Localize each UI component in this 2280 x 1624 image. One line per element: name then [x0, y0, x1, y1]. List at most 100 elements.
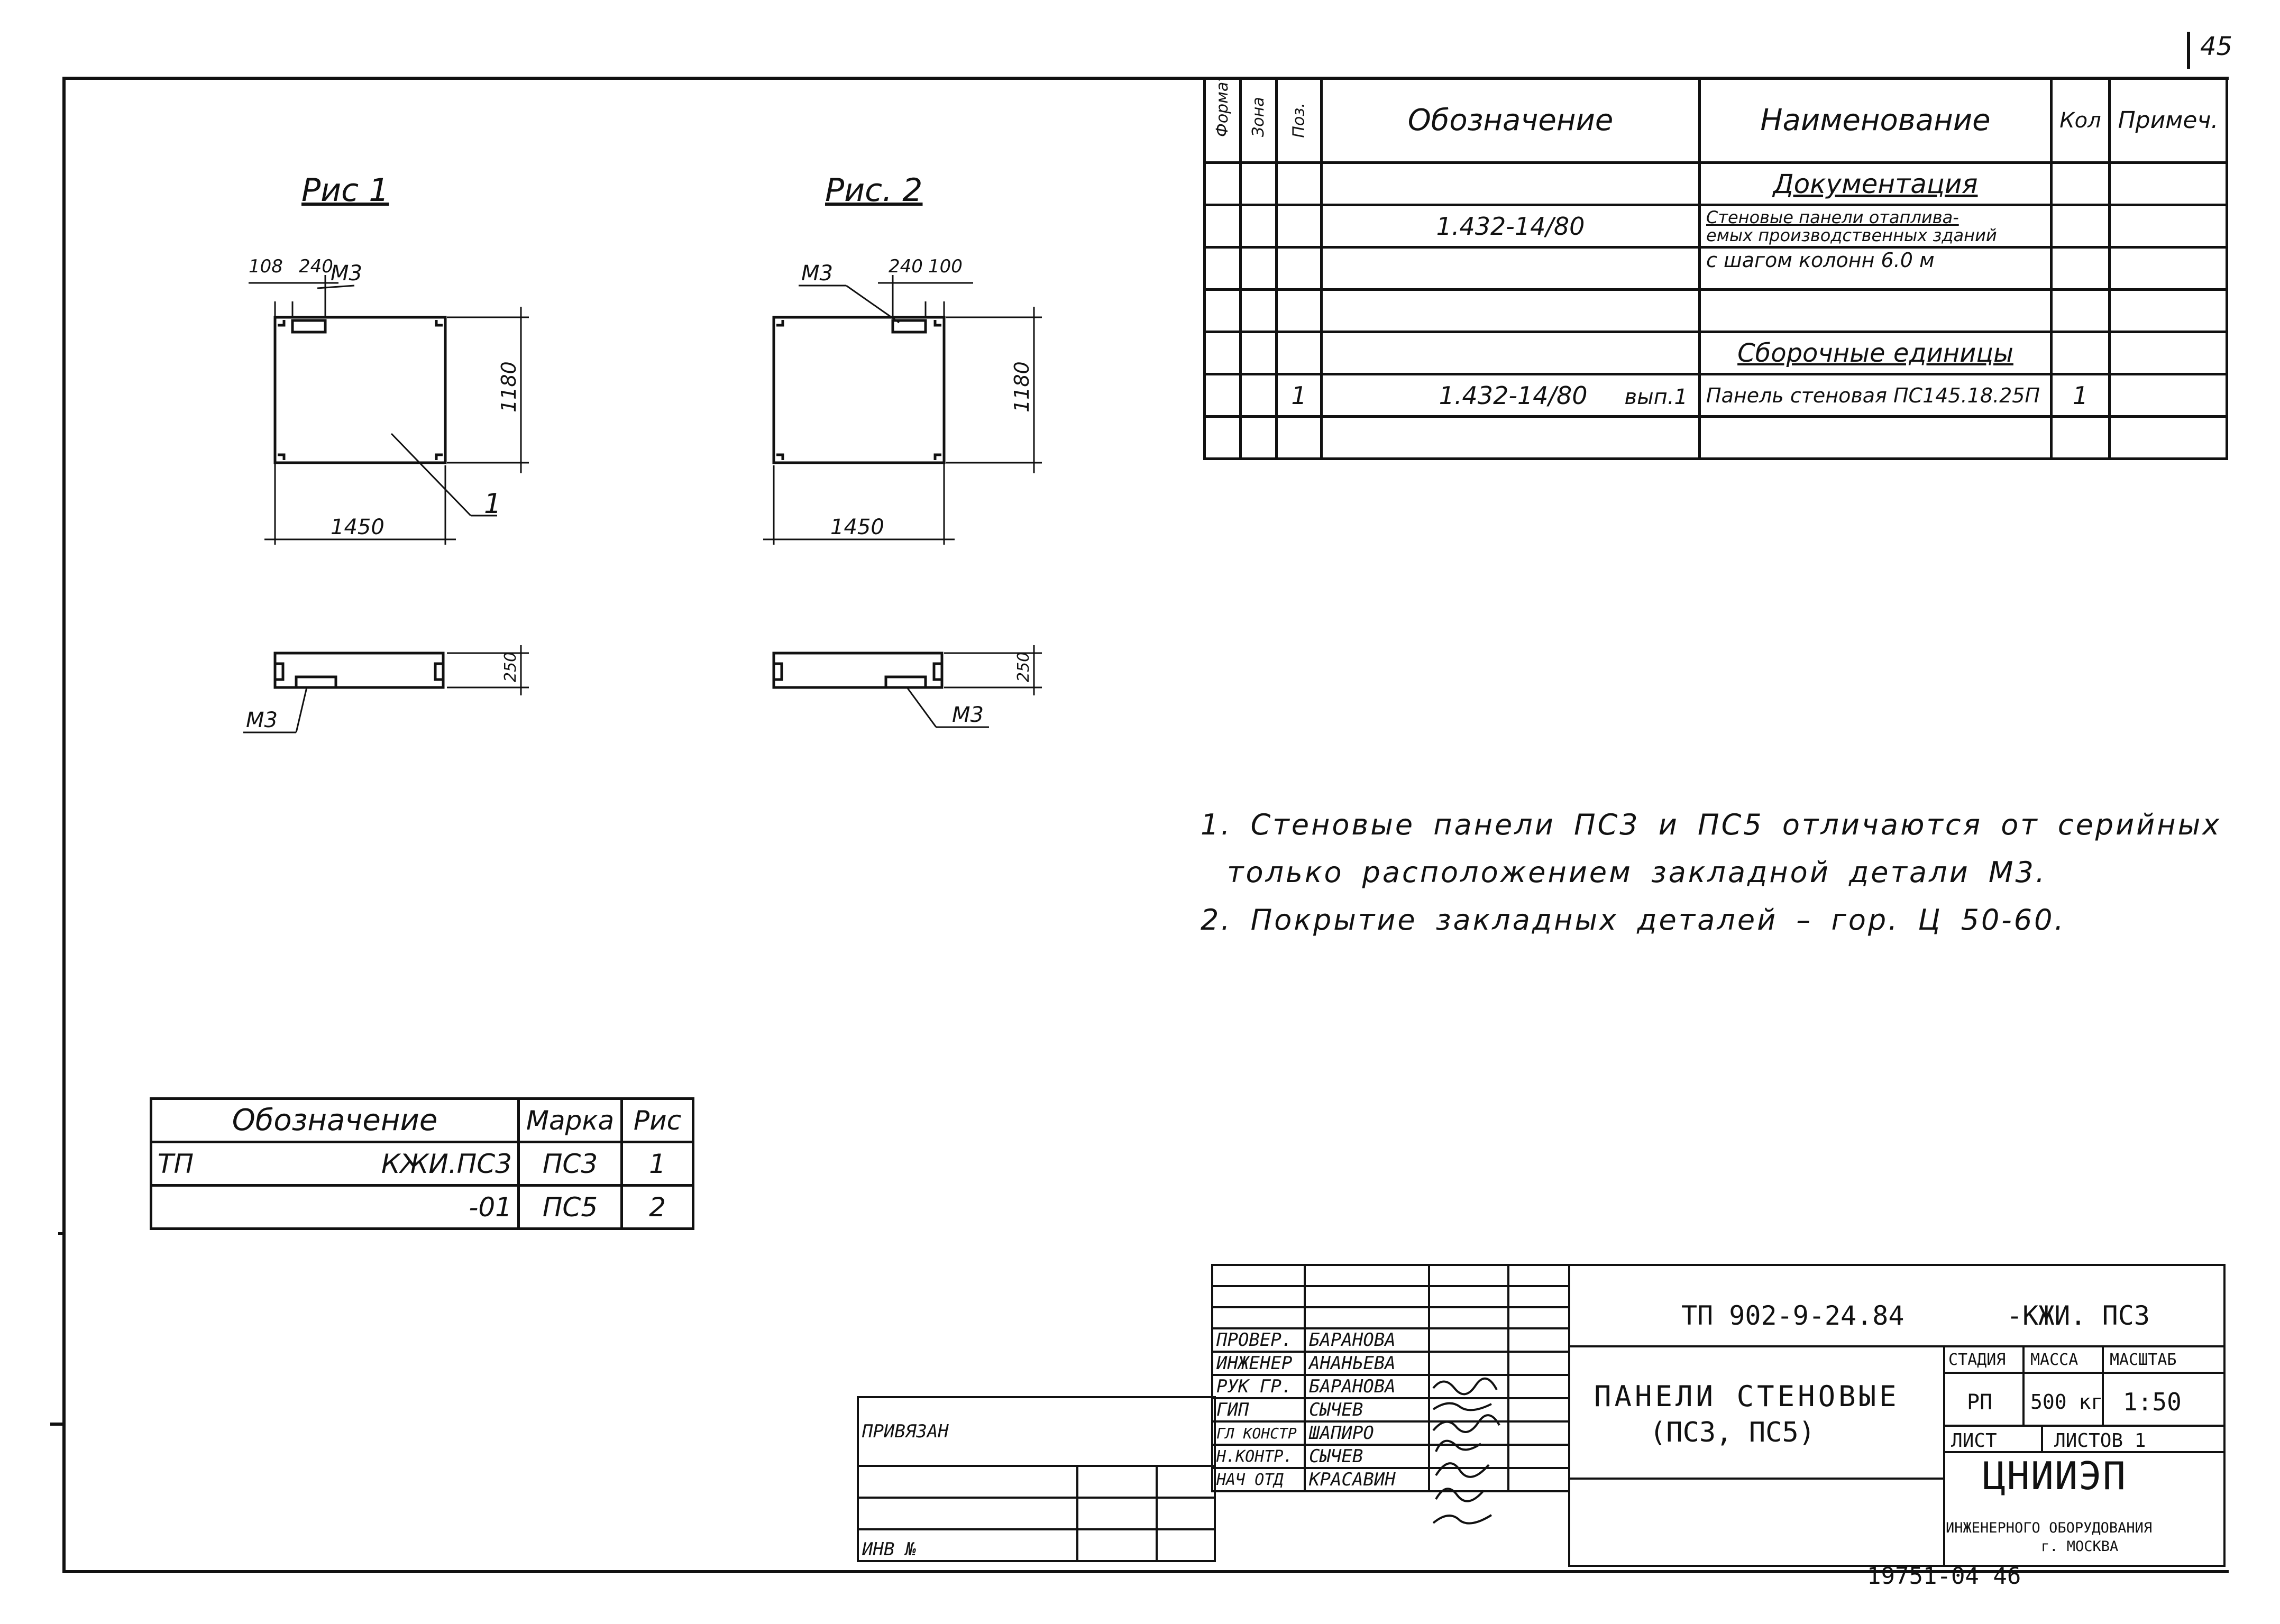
mass-value: 500 кг: [2030, 1390, 2103, 1414]
spec-header-note: Примеч.: [2108, 77, 2228, 164]
spec-header-format: Формат: [1203, 77, 1242, 164]
inv-label: ИНВ №: [857, 1528, 1078, 1562]
scale-value: 1:50: [2123, 1388, 2182, 1416]
mass-label: МАССА: [2030, 1351, 2078, 1369]
fig1-section-embed-label: М3: [246, 708, 278, 732]
marks-row-1-mark: ПС3: [517, 1141, 623, 1187]
title-main-divider: [1570, 1345, 2226, 1347]
info-row-divider-1: [1943, 1372, 2226, 1374]
fig2-section-embed-label: М3: [952, 703, 984, 727]
fig1-section-outline: [273, 652, 445, 689]
stage-value: РП: [1967, 1390, 1993, 1415]
org-name: ЦНИИЭП: [1983, 1454, 2127, 1498]
role-0: ПРОВЕР.: [1211, 1327, 1306, 1353]
spec-doc-name-line2: емых производственных зданий: [1706, 225, 1997, 245]
doc-code: ТП 902-9-24.84: [1681, 1300, 1904, 1331]
note-1: 1. Стеновые панели ПС3 и ПС5 отличаются …: [1201, 808, 2222, 841]
signature-scribbles: [1432, 1377, 1500, 1525]
fig1-dim-height: 1180: [497, 361, 520, 412]
fig1-panel-outline: [273, 316, 447, 464]
sheet-label: ЛИСТ: [1951, 1430, 1997, 1452]
role-1: ИНЖЕНЕР: [1211, 1351, 1306, 1376]
person-6: КРАСАВИН: [1304, 1467, 1430, 1492]
role-6: НАЧ ОТД: [1211, 1467, 1306, 1492]
info-row-divider-3: [1943, 1451, 2226, 1453]
marks-row-1-prefix: ТП: [158, 1148, 194, 1179]
person-4: ШАПИРО: [1304, 1420, 1430, 1446]
spec-doc-name-line3: с шагом колонн 6.0 м: [1698, 246, 2053, 291]
role-4: ГЛ КОНСТР: [1211, 1420, 1306, 1446]
spec-item-designation: 1.432-14/80: [1439, 381, 1588, 410]
marks-row-1-designation: КЖИ.ПС3: [381, 1148, 512, 1179]
fig2-section-embed: [884, 675, 927, 689]
fig1-dim-width: 1450: [331, 515, 384, 539]
spec-item-issue: вып.1: [1624, 384, 1688, 409]
title-lower-divider: [1570, 1478, 1943, 1480]
margin-tick-1: [50, 1423, 65, 1426]
bound-block: ПРИВЯЗАН ИНВ №: [857, 1396, 1216, 1562]
sheets-label: ЛИСТОВ 1: [2054, 1430, 2146, 1452]
fig1-title: Рис 1: [301, 172, 389, 209]
spec-doc-designation: 1.432-14/80: [1320, 204, 1701, 249]
fig1-embed-plate: [291, 319, 327, 334]
spec-doc-name: Стеновые панели отаплива-емых производст…: [1698, 204, 2053, 249]
bound-label: ПРИВЯЗАН: [857, 1396, 1216, 1467]
person-0: БАРАНОВА: [1304, 1327, 1430, 1353]
stage-label: СТАДИЯ: [1948, 1351, 2006, 1369]
spec-section-assemblies: Сборочные единицы: [1698, 331, 2053, 375]
fig1-dim-a: 108: [249, 256, 283, 277]
note-1-cont: только расположением закладной детали М3…: [1227, 856, 2047, 889]
spec-header-designation: Обозначение: [1320, 77, 1701, 164]
spec-item-name: Панель стеновая ПС145.18.25П: [1698, 373, 2053, 418]
fig2-dim-thickness: 250: [1014, 652, 1033, 682]
fig2-panel-outline: [772, 316, 946, 464]
info-row-divider-2: [1943, 1425, 2226, 1427]
fig2-title: Рис. 2: [825, 172, 922, 209]
marks-row-2-designation: -01: [150, 1184, 520, 1230]
person-2: БАРАНОВА: [1304, 1374, 1430, 1399]
fig1-dim-b: 240: [299, 256, 333, 277]
fig1-embed-label: М3: [331, 261, 362, 286]
fig2-dim-width: 1450: [830, 515, 884, 539]
margin-tick-2: [58, 1232, 63, 1235]
person-1: АНАНЬЕВА: [1304, 1351, 1430, 1376]
page-number-mark: [2187, 32, 2190, 69]
fig1-section-embed: [295, 675, 337, 689]
scale-label: МАСШТАБ: [2110, 1351, 2177, 1369]
fig1-pos-label: 1: [484, 488, 501, 520]
marks-header-mark: Марка: [517, 1097, 623, 1143]
note-2: 2. Покрытие закладных деталей – гор. Ц 5…: [1201, 903, 2066, 937]
fig2-dim-b: 100: [928, 256, 963, 277]
marks-row-2-fig: 2: [620, 1184, 694, 1230]
title-line-1: ПАНЕЛИ СТЕНОВЫЕ: [1594, 1380, 1900, 1413]
fig1-dim-thickness: 250: [501, 652, 520, 682]
spec-header-name: Наименование: [1698, 77, 2053, 164]
org-city: г. МОСКВА: [2041, 1538, 2119, 1555]
fig2-embed-label: М3: [801, 261, 833, 286]
title-line-2: (ПС3, ПС5): [1650, 1417, 1816, 1448]
fig2-embed-plate: [891, 319, 927, 334]
specification-table: Формат Зона Поз. Обозначение Наименовани…: [1203, 77, 2228, 460]
spec-item-qty: 1: [2050, 373, 2111, 418]
info-col-divider-2: [2102, 1345, 2104, 1425]
info-col-divider-1: [2022, 1345, 2025, 1425]
title-block-main: ТП 902-9-24.84 -КЖИ. ПС3 ПАНЕЛИ СТЕНОВЫЕ…: [1568, 1264, 2226, 1567]
notes-block: 1. Стеновые панели ПС3 и ПС5 отличаются …: [1201, 801, 2221, 944]
spec-item-pos: 1: [1275, 373, 1323, 418]
fig2-section-outline: [772, 652, 944, 689]
sheet-code: 19751-04 46: [1867, 1563, 2021, 1590]
spec-header-zone: Зона: [1239, 77, 1278, 164]
doc-suffix: -КЖИ. ПС3: [2007, 1300, 2150, 1331]
marks-header-designation: Обозначение: [150, 1097, 520, 1143]
person-5: СЫЧЕВ: [1304, 1444, 1430, 1469]
info-grid-vertical: [1943, 1345, 1945, 1567]
marks-row-1-fig: 1: [620, 1141, 694, 1187]
role-5: Н.КОНТР.: [1211, 1444, 1306, 1469]
marks-row-2-mark: ПС5: [517, 1184, 623, 1230]
fig2-dim-a: 240: [889, 256, 923, 277]
person-3: СЫЧЕВ: [1304, 1397, 1430, 1423]
role-3: ГИП: [1211, 1397, 1306, 1423]
spec-item-designation-cell: 1.432-14/80 вып.1: [1320, 373, 1701, 418]
